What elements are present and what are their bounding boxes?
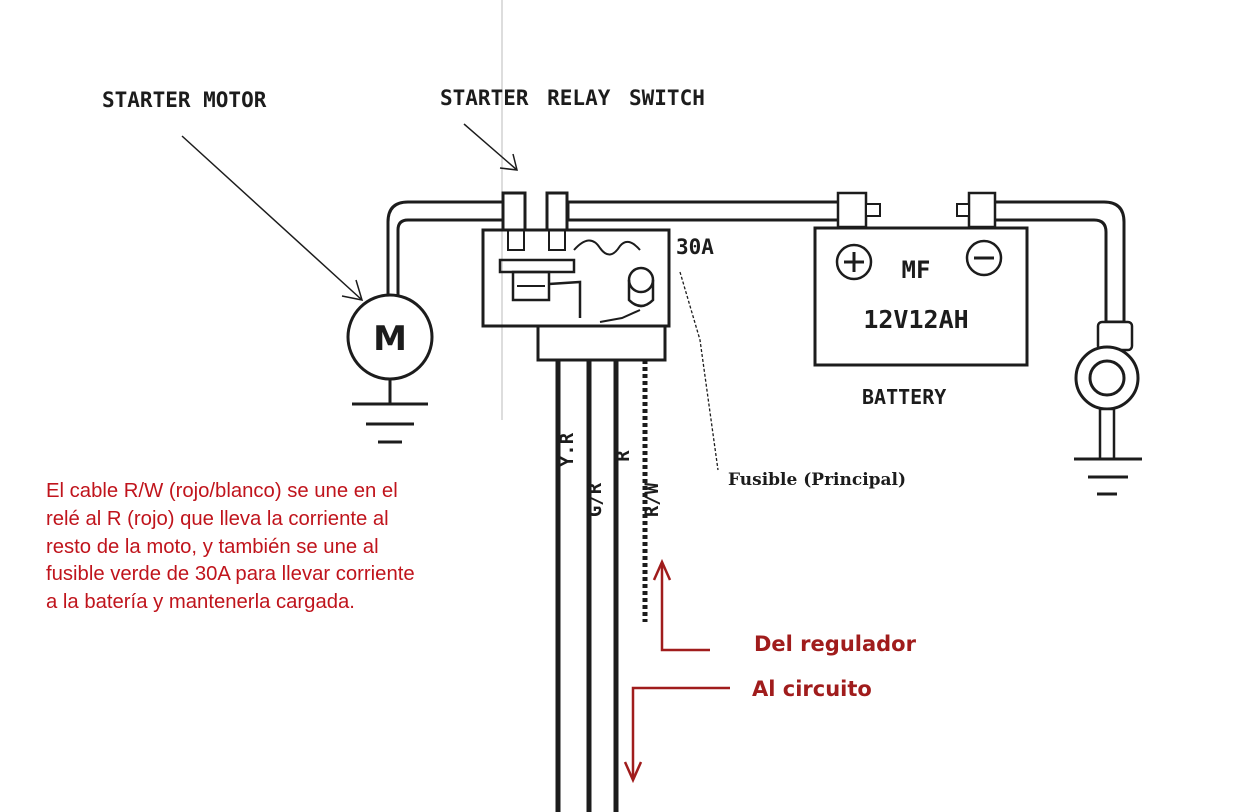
starter-motor-label: STARTER MOTOR [102, 88, 267, 112]
battery-type: MF [902, 256, 931, 284]
arrow-from-regulator [652, 558, 710, 652]
starter-relay-switch: 30A [481, 191, 714, 362]
motor-symbol: M [373, 319, 407, 359]
ground-symbol-battery [1074, 457, 1142, 496]
to-circuit-label: Al circuito [752, 677, 872, 701]
arrow-to-circuit [623, 686, 730, 784]
main-cable-left [386, 200, 507, 296]
battery: MF 12V12AH [813, 191, 1029, 367]
battery-spec: 12V12AH [863, 305, 968, 334]
ground-symbol-motor [352, 402, 428, 444]
wire-label-r: R [612, 450, 634, 462]
fuse-rating: 30A [676, 235, 714, 259]
wire-labels: Y.R G/R R R/W [556, 432, 663, 517]
note-line: fusible verde de 30A para llevar corrien… [46, 563, 415, 586]
wire-bundle [555, 360, 648, 812]
explanation-note: El cable R/W (rojo/blanco) se une en el … [46, 478, 494, 617]
wire-label-rw: R/W [641, 482, 663, 517]
starter-motor: M [346, 293, 434, 404]
note-line: relé al R (rojo) que lleva la corriente … [46, 507, 389, 530]
wire-label-gr: G/R [584, 482, 606, 517]
main-fuse-label: Fusible (Principal) [728, 470, 907, 490]
pointer-arrow-relay-switch [463, 123, 518, 171]
starter-relay-switch-label: STARTER RELAY SWITCH [440, 86, 705, 110]
wire-label-yr: Y.R [556, 432, 578, 467]
battery-label: BATTERY [862, 385, 947, 409]
plus-terminal-icon [835, 243, 873, 281]
pointer-arrow-starter-motor [181, 135, 364, 301]
note-line: resto de la moto, y también se une al [46, 535, 379, 558]
from-regulator-label: Del regulador [754, 632, 916, 656]
main-cable-right [566, 200, 850, 222]
ground-lug [1074, 320, 1140, 461]
minus-terminal-icon [965, 239, 1003, 277]
fuse-leader-line [679, 271, 719, 471]
note-line: a la batería y mantenerla cargada. [46, 591, 355, 614]
note-line: El cable R/W (rojo/blanco) se une en el [46, 480, 398, 502]
